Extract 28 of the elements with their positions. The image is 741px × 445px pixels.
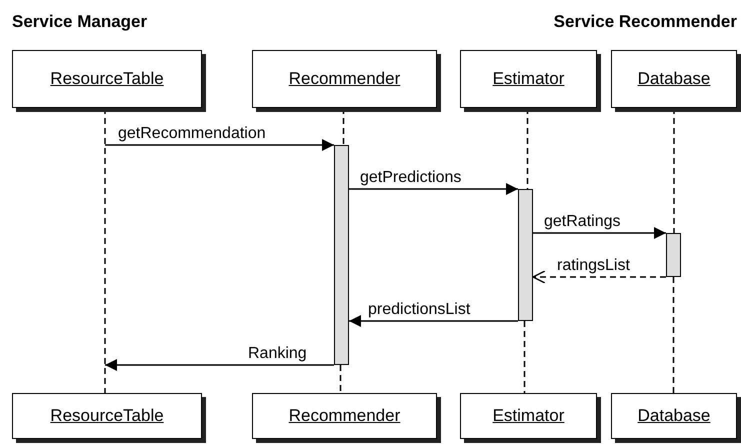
object-name: Recommender bbox=[288, 69, 400, 89]
object-name: ResourceTable bbox=[50, 69, 164, 89]
group-heading: Service Manager bbox=[12, 12, 148, 32]
group-heading: Service Recommender bbox=[554, 12, 737, 32]
object-name: Estimator bbox=[492, 406, 564, 426]
object-name: Recommender bbox=[288, 406, 400, 426]
message-arrow bbox=[105, 359, 334, 371]
activation-bar bbox=[334, 145, 349, 365]
message-label: predictionsList bbox=[368, 301, 470, 318]
lifeline bbox=[340, 365, 342, 393]
object-name: Estimator bbox=[492, 69, 564, 89]
message-arrow bbox=[349, 183, 518, 195]
message-arrow bbox=[349, 315, 518, 327]
message-arrow bbox=[105, 139, 334, 151]
lifeline bbox=[672, 277, 674, 393]
lifeline bbox=[524, 321, 526, 393]
message-label: getRatings bbox=[544, 213, 620, 230]
message-label: getRecommendation bbox=[118, 125, 266, 142]
activation-bar bbox=[518, 189, 533, 321]
object-name: ResourceTable bbox=[50, 406, 164, 426]
message-label: ratingsList bbox=[557, 257, 630, 274]
object-name: Database bbox=[638, 406, 710, 426]
object-name: Database bbox=[638, 69, 710, 89]
message-arrow bbox=[533, 227, 666, 239]
activation-bar bbox=[666, 233, 681, 277]
message-label: Ranking bbox=[248, 345, 307, 362]
return-arrow bbox=[532, 270, 666, 284]
message-label: getPredictions bbox=[360, 169, 462, 186]
